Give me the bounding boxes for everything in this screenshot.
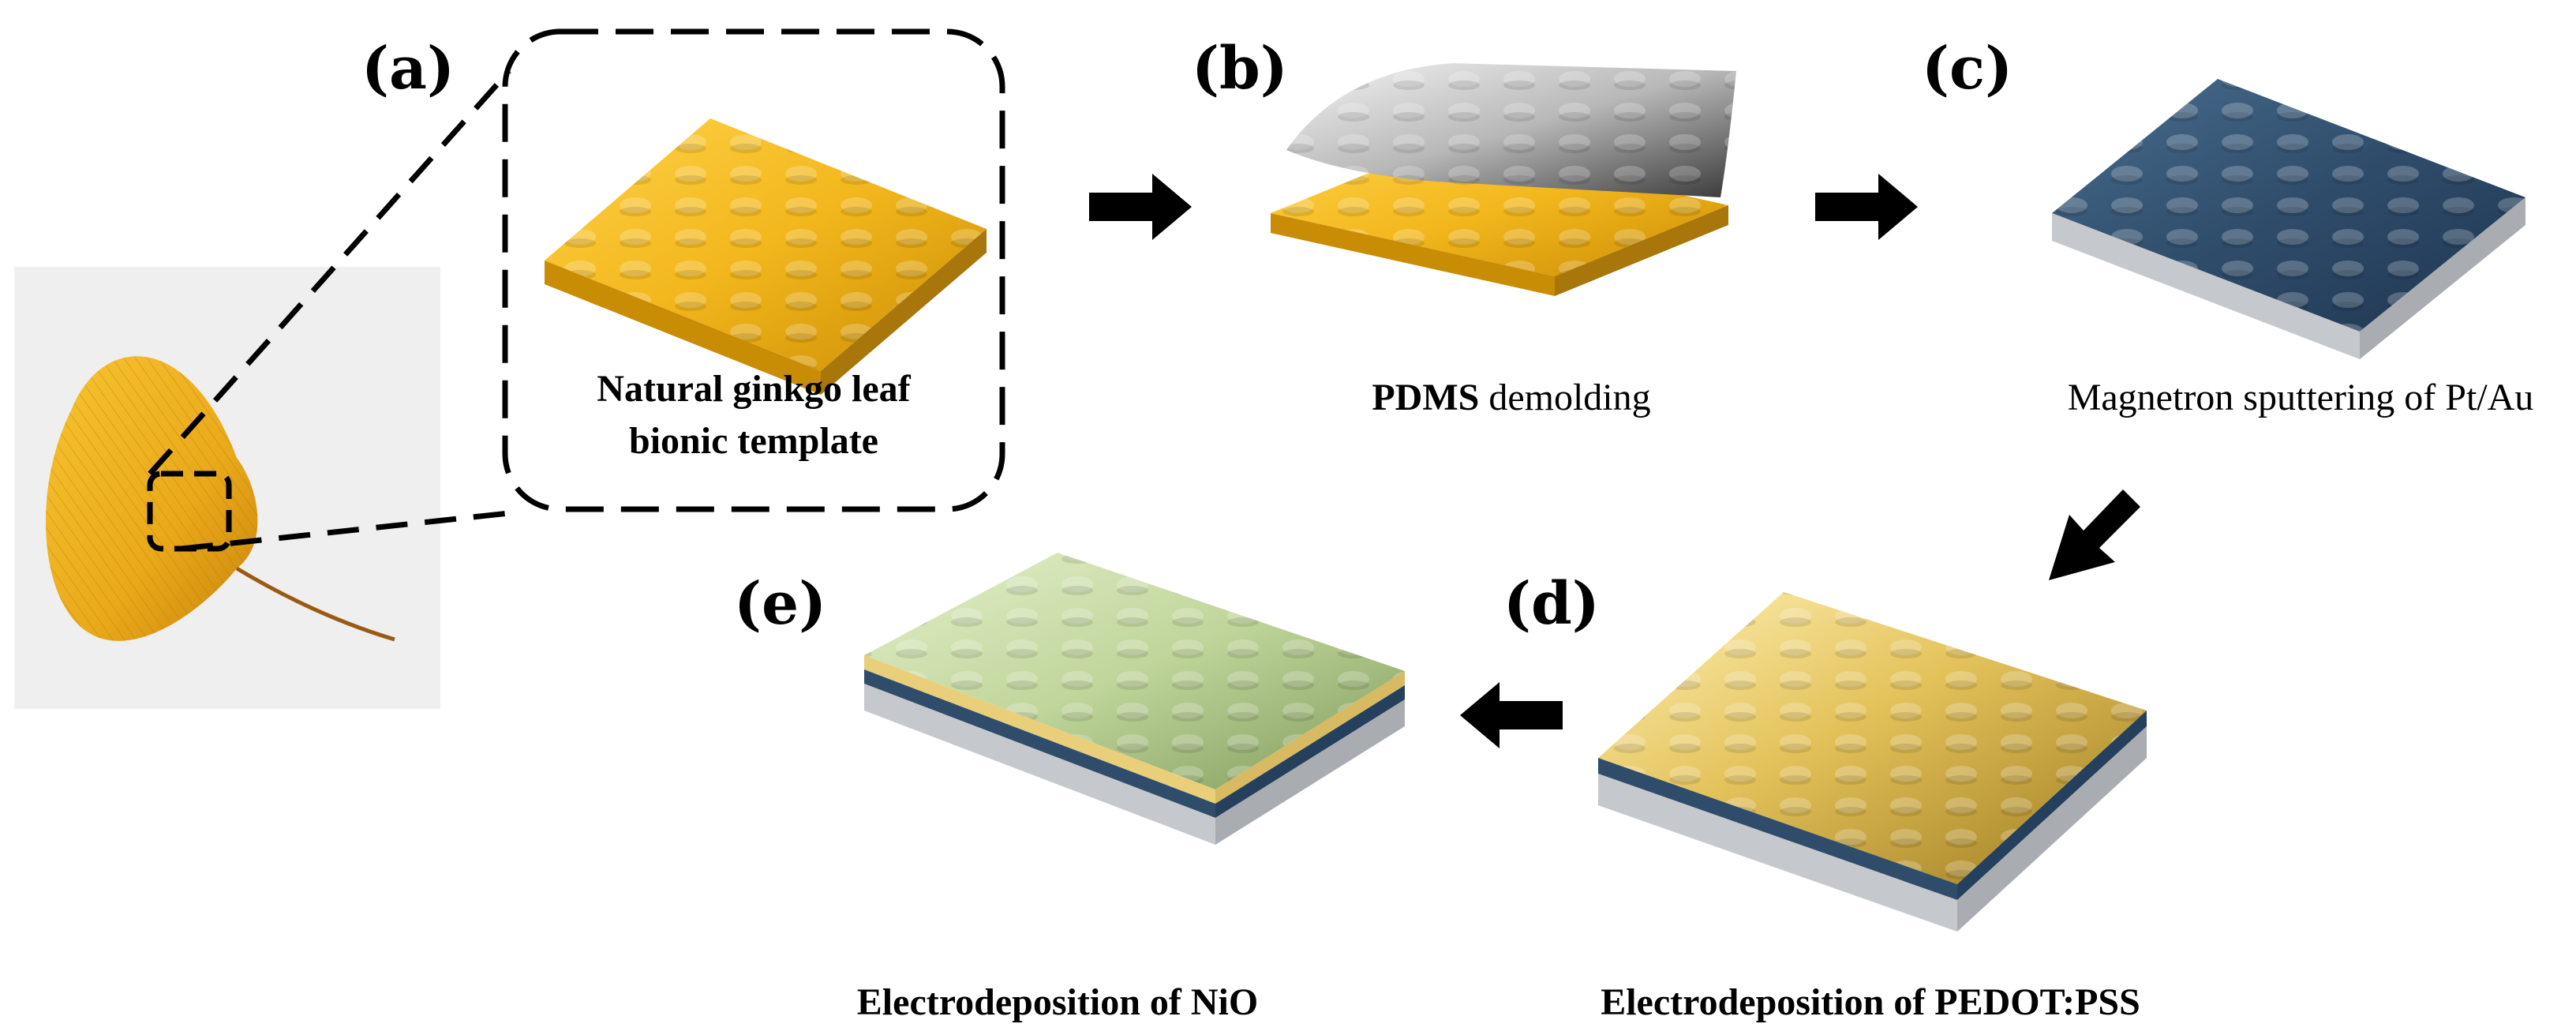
panel-b: (b) PDMS demolding [1192, 35, 1736, 418]
nio-coated-block [864, 553, 1405, 845]
caption-c: Magnetron sputtering of Pt/Au [2068, 377, 2534, 418]
caption-b: PDMS demolding [1372, 377, 1650, 418]
pedot-pss-coated-block [1598, 592, 2147, 932]
caption-d: Electrodeposition of PEDOT:PSS [1601, 981, 2140, 1023]
arrow-d-to-e [1460, 682, 1563, 748]
caption-a-line1: Natural ginkgo leaf [597, 368, 911, 410]
pt-au-coated-block [2052, 79, 2525, 359]
ginkgo-template-block [545, 118, 987, 395]
ginkgo-leaf-image [45, 356, 395, 642]
panel-a: (a) Natural ginkgo leaf bionic template [14, 28, 1005, 709]
zoom-line-top [148, 69, 511, 476]
panel-label-d: (d) [1503, 570, 1600, 638]
caption-e: Electrodeposition of NiO [857, 981, 1258, 1023]
panel-c: (c) Magnetron sputtering of Pt/Au [1922, 35, 2533, 418]
panel-label-b: (b) [1192, 35, 1288, 103]
panel-label-e: (e) [734, 570, 826, 638]
caption-b-bold: PDMS [1372, 377, 1479, 418]
template-zoom-box [502, 28, 1005, 512]
zoom-line-bottom [181, 510, 510, 552]
caption-b-rest: demolding [1479, 377, 1650, 418]
arrow-c-to-d [2049, 489, 2140, 580]
panel-e: (e) Electrodeposition of NiO [734, 553, 1405, 1023]
pdms-peeling-sheet [1286, 63, 1736, 197]
arrow-a-to-b [1089, 174, 1192, 240]
panel-d: (d) Electrodeposition of PEDOT:PSS [1503, 570, 2147, 1023]
panel-label-a: (a) [361, 35, 455, 103]
arrow-b-to-c [1815, 174, 1918, 240]
caption-a-line2: bionic template [629, 420, 878, 462]
panel-label-c: (c) [1922, 35, 2012, 103]
